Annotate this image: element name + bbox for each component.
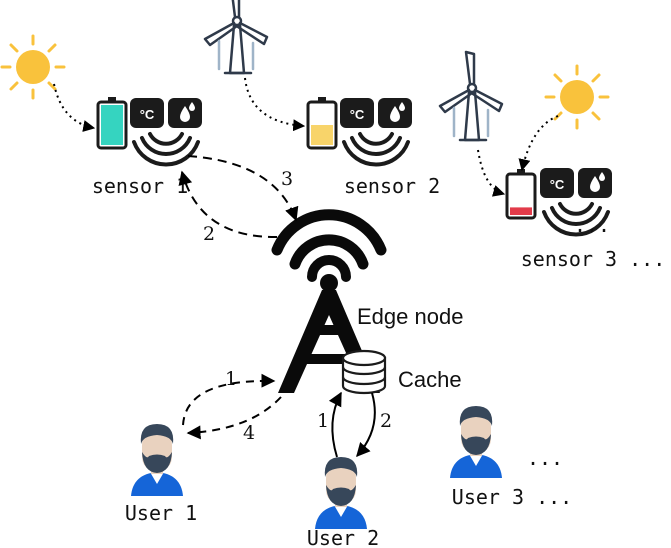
wind-to-sensor-3-arrow	[477, 149, 506, 197]
user-1-avatar-icon	[131, 424, 183, 496]
wind-to-sensor-2-arrow	[244, 77, 306, 132]
user-1-links	[182, 373, 282, 440]
wind-turbine-icon	[203, 0, 269, 75]
edge-to-sensor-1-arrow	[178, 170, 278, 239]
sensor-1-to-edge-arrow	[187, 155, 299, 222]
battery-icon	[306, 97, 338, 150]
battery-icon	[96, 97, 128, 150]
user-1-label: User 1	[125, 501, 197, 525]
sensor-links	[178, 155, 299, 239]
step-label: 1	[225, 368, 237, 390]
cache-label: Cache	[398, 367, 462, 392]
user-1-to-edge-arrow	[182, 373, 276, 426]
user-3-avatar-icon	[450, 406, 502, 478]
step-label: 4	[243, 422, 255, 444]
step-label: 3	[281, 168, 293, 190]
battery-icon	[505, 169, 537, 220]
cache-database-icon	[341, 349, 387, 395]
step-label: 2	[380, 410, 392, 432]
wind-turbine-icon	[438, 50, 504, 142]
sensor-1-label: sensor 1	[92, 174, 188, 198]
user-2-to-cache-arrow	[328, 391, 342, 458]
edge-node-label: Edge node	[357, 304, 463, 329]
user-extra-dots: ...	[527, 446, 563, 470]
edge-node-group: Edge node Cache	[271, 209, 463, 395]
temperature-icon: °C	[140, 107, 155, 122]
sun-icon	[544, 64, 610, 130]
sensor-2-group: °C sensor 2	[203, 0, 440, 198]
temperature-icon: °C	[350, 107, 365, 122]
user-2-links	[328, 391, 376, 458]
edge-to-user-1-arrow	[186, 396, 282, 440]
sensor-2-label: sensor 2	[344, 174, 440, 198]
cache-to-user-2-arrow	[356, 392, 376, 458]
step-label: 2	[203, 223, 215, 245]
sensor-extra-dots: ...	[574, 213, 610, 237]
wireless-signal-icon	[271, 209, 387, 282]
sensor-1-group: °C sensor 1	[0, 34, 204, 198]
user-3-label: User 3 ...	[452, 485, 572, 509]
sensor-3-label: sensor 3 ...	[521, 247, 666, 271]
energy-arrows	[53, 77, 559, 197]
solar-to-sensor-1-arrow	[53, 83, 96, 132]
temperature-icon: °C	[550, 177, 565, 192]
user-2-avatar-icon	[315, 457, 367, 529]
sensor-3-group: °C ... sensor 3 ...	[438, 50, 666, 271]
solar-to-sensor-3-arrow	[518, 115, 559, 172]
user-2-label: User 2	[307, 526, 379, 548]
step-label: 1	[317, 410, 329, 432]
sun-icon	[0, 34, 66, 100]
